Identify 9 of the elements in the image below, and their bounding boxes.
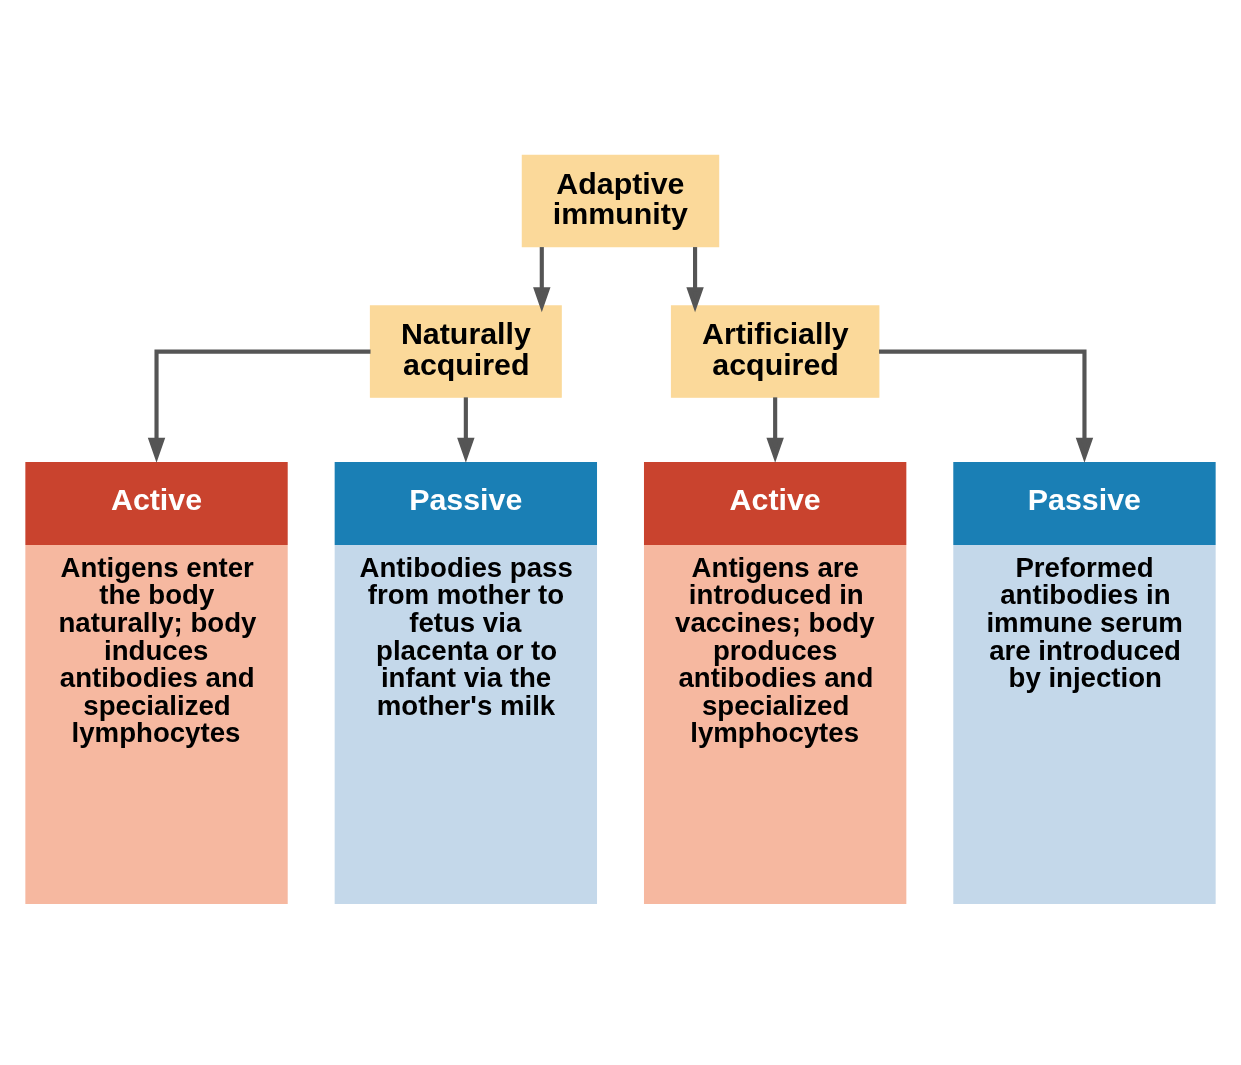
node-box: Adaptive immunity [521,154,720,248]
node-box: Naturally acquired [369,305,562,398]
arrow [533,247,551,313]
node-box: Artificially acquired [670,305,880,398]
arrow [457,397,475,463]
arrow [147,349,371,463]
arrow [879,349,1094,463]
arrow [686,247,704,313]
arrow [766,397,784,463]
